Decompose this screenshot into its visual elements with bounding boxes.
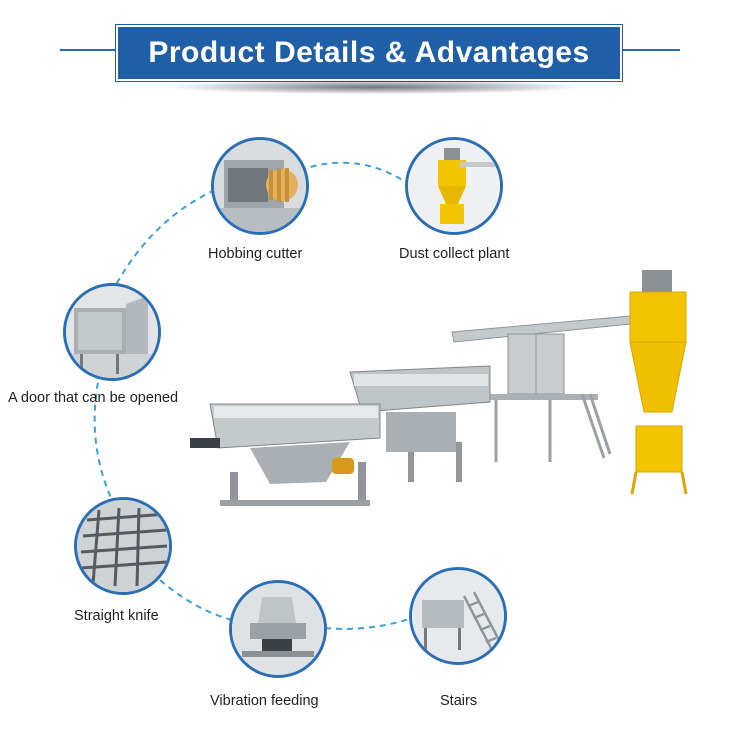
door-photo: [63, 283, 161, 381]
feature-label-vibration-feeding: Vibration feeding: [210, 693, 319, 709]
feature-label-straight-knife: Straight knife: [74, 608, 159, 624]
vibration-feeding-photo: [229, 580, 327, 678]
banner-shadow: [170, 80, 580, 94]
straight-knife-photo: [74, 497, 172, 595]
header-rule-right: [620, 49, 680, 51]
stairs-photo: [409, 567, 507, 665]
feature-label-hobbing-cutter: Hobbing cutter: [208, 246, 303, 262]
production-line-machine: [190, 270, 688, 506]
feature-label-door: A door that can be opened: [8, 390, 179, 406]
hobbing-cutter-photo: [211, 137, 309, 235]
dust-collect-plant-photo: [405, 137, 503, 235]
feature-label-dust-collect-plant: Dust collect plant: [399, 246, 510, 262]
cyclone-dust-collector: [629, 270, 688, 495]
feature-label-stairs: Stairs: [440, 693, 478, 709]
header-rule-left: [60, 49, 116, 51]
